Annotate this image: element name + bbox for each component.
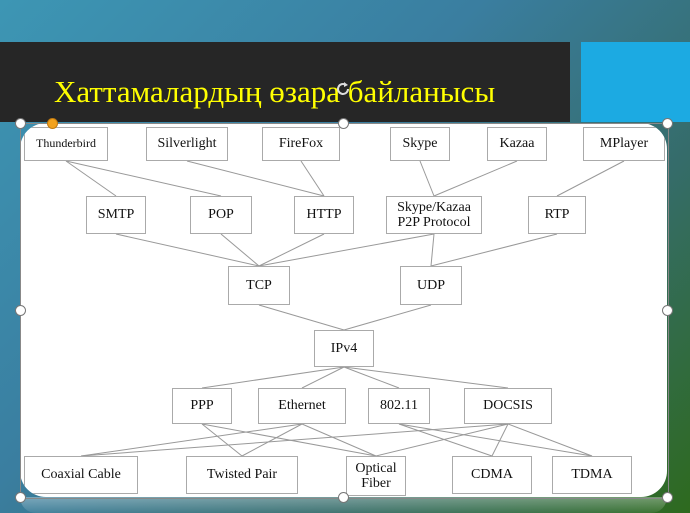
edge-fiber-ppp <box>201 423 377 457</box>
node-udp: UDP <box>400 266 462 305</box>
node-firefox: FireFox <box>262 127 340 161</box>
resize-handle-bottom-right[interactable] <box>662 492 673 503</box>
edge-firefox-http <box>300 160 325 197</box>
edge-silverlight-http <box>186 160 325 197</box>
edge-skype-p2p <box>419 160 435 197</box>
edge-tdma-docsis <box>507 423 593 457</box>
edge-twisted-ppp <box>201 423 243 457</box>
resize-handle-top[interactable] <box>338 118 349 129</box>
node-smtp: SMTP <box>86 196 146 234</box>
node-wifi: 802.11 <box>368 388 430 424</box>
edge-rtp-udp <box>430 233 558 267</box>
edge-http-tcp <box>258 233 325 267</box>
edge-thunderbird-smtp <box>65 160 117 197</box>
edge-twisted-ethernet <box>241 423 303 457</box>
node-tdma: TDMA <box>552 456 632 494</box>
edge-tcp-ipv4 <box>258 304 345 331</box>
node-silverlight: Silverlight <box>146 127 228 161</box>
title-bar <box>0 42 570 122</box>
edge-coax-docsis <box>80 423 509 457</box>
node-twisted: Twisted Pair <box>186 456 298 494</box>
edge-udp-ipv4 <box>343 304 432 331</box>
edge-ipv4-docsis <box>343 366 509 389</box>
node-cdma: CDMA <box>452 456 532 494</box>
image-reflection <box>20 497 667 513</box>
edge-p2p-tcp <box>258 233 435 267</box>
protocol-diagram-image[interactable]: Thunderbird Silverlight FireFox Skype Kazaa M… <box>20 123 667 497</box>
edge-coax-ethernet <box>80 423 303 457</box>
edge-fiber-docsis <box>375 423 509 457</box>
edge-cdma-wifi <box>398 423 493 457</box>
edge-p2p-udp <box>430 233 435 267</box>
adjust-handle[interactable] <box>47 118 58 129</box>
node-kazaa: Kazaa <box>487 127 547 161</box>
resize-handle-right[interactable] <box>662 305 673 316</box>
node-thunderbird: Thunderbird <box>24 127 108 161</box>
rotate-handle-icon[interactable] <box>334 80 352 98</box>
edge-cdma-docsis <box>491 423 509 457</box>
edge-tdma-wifi <box>398 423 593 457</box>
diagram-edges <box>65 160 625 457</box>
node-mplayer: MPlayer <box>583 127 665 161</box>
node-ipv4: IPv4 <box>314 330 374 367</box>
edge-ipv4-wifi <box>343 366 400 389</box>
node-fiber: Optical Fiber <box>346 456 406 496</box>
resize-handle-bottom[interactable] <box>338 492 349 503</box>
edge-smtp-tcp <box>115 233 260 267</box>
node-http: HTTP <box>294 196 354 234</box>
resize-handle-top-right[interactable] <box>662 118 673 129</box>
slide-title[interactable]: Хаттамалардың өзара байланысы <box>54 74 496 109</box>
node-ethernet: Ethernet <box>258 388 346 424</box>
resize-handle-bottom-left[interactable] <box>15 492 26 503</box>
edge-ipv4-ethernet <box>301 366 345 389</box>
node-ppp: PPP <box>172 388 232 424</box>
edge-kazaa-p2p <box>433 160 518 197</box>
edge-pop-tcp <box>220 233 260 267</box>
resize-handle-left[interactable] <box>15 305 26 316</box>
edge-fiber-ethernet <box>301 423 377 457</box>
resize-handle-top-left[interactable] <box>15 118 26 129</box>
node-rtp: RTP <box>528 196 586 234</box>
node-docsis: DOCSIS <box>464 388 552 424</box>
node-coax: Coaxial Cable <box>24 456 138 494</box>
edge-ipv4-ppp <box>201 366 345 389</box>
node-p2p: Skype/Kazaa P2P Protocol <box>386 196 482 234</box>
edge-mplayer-rtp <box>556 160 625 197</box>
node-tcp: TCP <box>228 266 290 305</box>
node-pop: POP <box>190 196 252 234</box>
edge-thunderbird-pop <box>65 160 222 197</box>
accent-block <box>581 42 690 122</box>
node-skype: Skype <box>390 127 450 161</box>
